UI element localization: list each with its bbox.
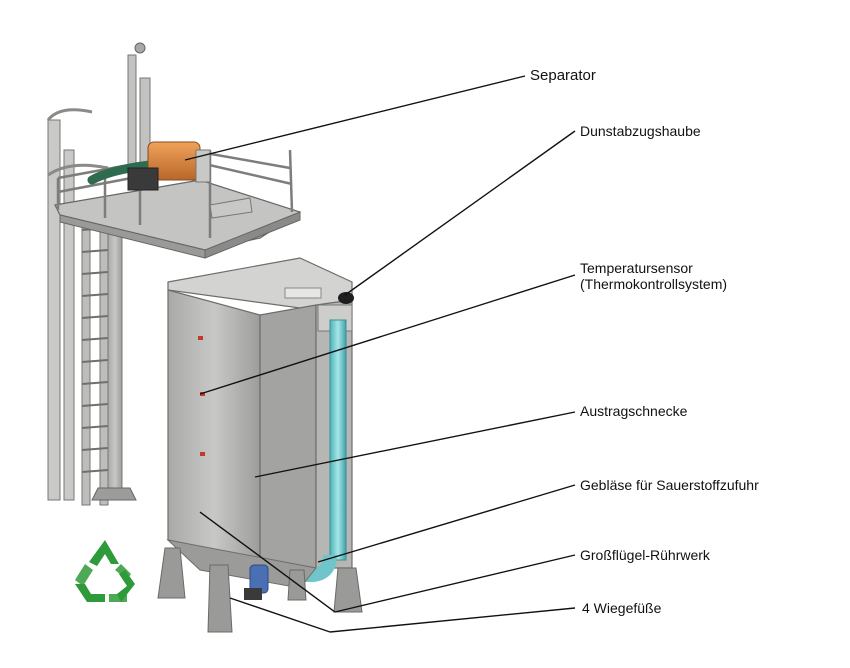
label-hood: Dunstabzugshaube — [580, 123, 701, 139]
leader-feet-a — [329, 607, 576, 633]
leader-separator — [184, 75, 526, 161]
recycle-icon — [75, 540, 135, 602]
label-blower: Gebläse für Sauerstoffzufuhr — [580, 477, 759, 493]
leader-screw — [254, 411, 576, 478]
leader-agitator-a — [334, 554, 576, 613]
label-temperature-line2: (Thermokontrollsystem) — [580, 276, 728, 292]
label-weighing-feet: 4 Wiegefüße — [582, 600, 662, 616]
leader-hood — [344, 130, 576, 296]
label-discharge-screw: Austragschnecke — [580, 403, 688, 419]
leader-agitator-b — [199, 511, 336, 613]
label-separator: Separator — [530, 67, 596, 84]
leader-blower — [317, 484, 576, 563]
label-temperature-line1: Temperatursensor — [580, 260, 693, 276]
composting-tank — [166, 257, 354, 600]
label-agitator: Großflügel-Rührwerk — [580, 547, 710, 563]
weighing-feet — [157, 547, 363, 633]
leader-feet-b — [229, 597, 331, 633]
label-temperature-sensor: Temperatursensor (Thermokontrollsystem) — [580, 260, 727, 292]
separator-unit — [87, 141, 253, 219]
leader-temperature — [199, 274, 576, 395]
leader-lines — [184, 75, 576, 633]
separator-platform — [54, 42, 302, 259]
